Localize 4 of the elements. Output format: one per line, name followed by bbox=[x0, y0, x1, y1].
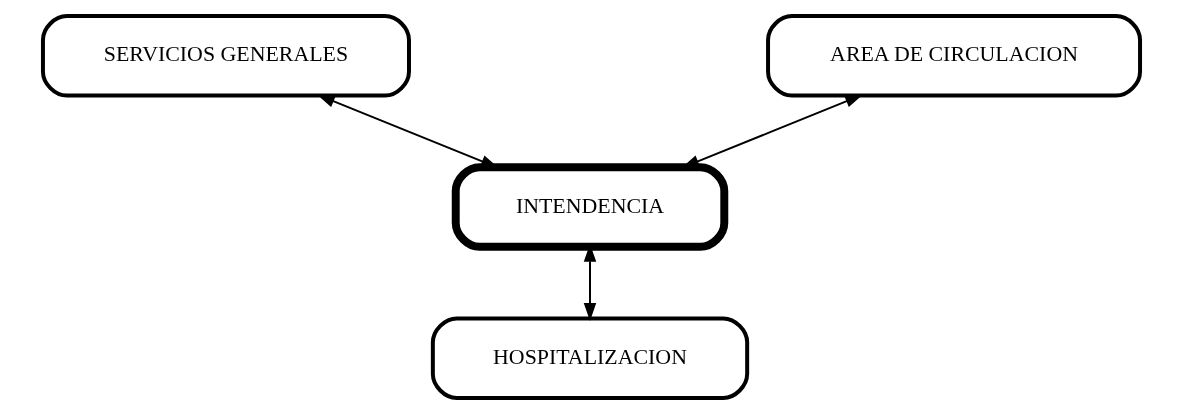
node-box: AREA DE CIRCULACION bbox=[766, 14, 1143, 98]
node-box: SERVICIOS GENERALES bbox=[40, 14, 411, 98]
node-box: INTENDENCIA bbox=[451, 163, 729, 251]
node-box: HOSPITALIZACION bbox=[430, 316, 750, 400]
